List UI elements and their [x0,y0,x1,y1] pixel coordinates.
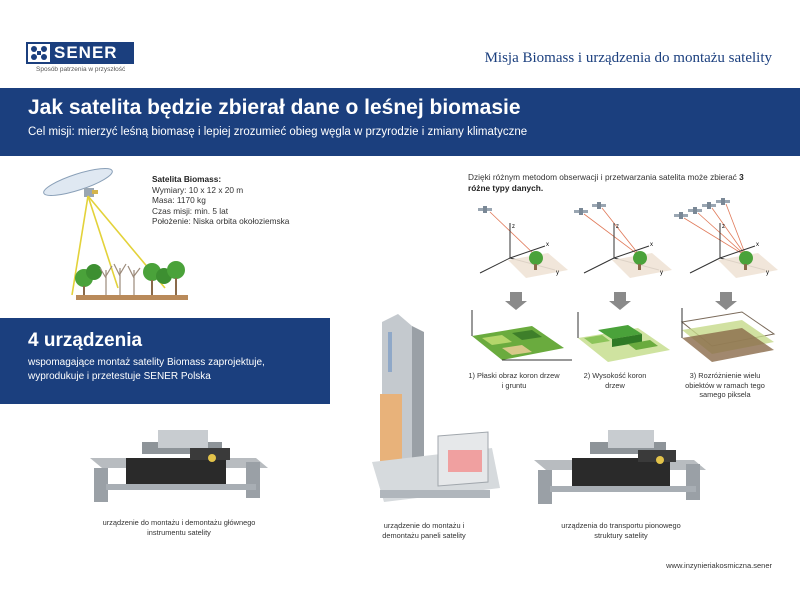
sener-logo-symbol-icon [28,44,50,62]
arrow-down-icon [609,292,631,310]
instrument-mounting-device-illustration [90,430,268,502]
satellite-forest-illustration [43,168,188,300]
page-title: Misja Biomass i urządzenia do montażu sa… [484,50,772,66]
observation-intro-text: Dzięki różnym metodom obserwacji i przet… [468,172,740,182]
devices-subtitle: wspomagające montaż satelity Biomass zap… [28,357,265,382]
satellite-mission-time: Czas misji: min. 5 lat [152,205,229,216]
satellite-info: Satelita Biomass: Wymiary: 10 x 12 x 20 … [152,174,289,227]
satellite-heading: Satelita Biomass: [152,174,222,184]
observation-axes-2: z x y [574,202,673,279]
logo-tagline: Sposób patrzenia w przyszłość [36,66,126,73]
transport-device-illustration [534,430,706,504]
svg-text:x: x [756,242,759,248]
method-caption-1: 1) Płaski obraz koron drzew i gruntu [468,371,560,390]
method-caption-3: 3) Rozróżnienie wielu obiektów w ramach … [685,371,765,399]
svg-text:y: y [766,270,769,276]
panel-mounting-device-illustration [372,314,500,502]
height-grid-icon [577,312,670,362]
svg-text:z: z [616,224,619,230]
website-link[interactable]: www.inzynieriakosmiczna.sener [666,561,772,570]
banner-subtitle: Cel misji: mierzyć leśną biomasę i lepie… [28,126,528,138]
observation-intro-bold: 3 różne typy danych. [468,172,744,193]
satellite-icon [43,168,113,197]
title-banner [0,88,800,156]
satellite-orbit: Położenie: Niska orbita okołoziemska [152,216,290,226]
satellite-dimensions: Wymiary: 10 x 12 x 20 m [152,184,244,195]
svg-text:x: x [650,242,653,248]
satellite-mass: Masa: 1170 kg [152,195,206,205]
arrow-down-icon [505,292,527,310]
observation-axes-1: z x y [478,206,569,279]
flat-grid-icon [471,310,572,361]
observation-intro: Dzięki różnym metodom obserwacji i przet… [468,172,768,194]
forest-icon [75,261,188,300]
device-caption-3: urządzenia do transportu pionowego struk… [561,521,681,540]
svg-text:x: x [546,242,549,248]
svg-text:z: z [512,224,515,230]
devices-title: 4 urządzenia [28,330,143,351]
layered-grid-icon [680,308,776,362]
arrow-down-icon [715,292,737,310]
logo-wordmark: SENER [54,43,118,62]
device-caption-1: urządzenie do montażu i demontażu główne… [102,518,256,537]
observation-diagrams: z x y z x y z x y [471,198,779,362]
observation-axes-3: z x y [674,198,779,279]
sener-logo [26,42,134,64]
method-caption-2: 2) Wysokość koron drzew [583,371,647,390]
devices-banner [0,318,330,404]
device-caption-2: urządzenie do montażu i demontażu paneli… [382,521,466,540]
banner-title: Jak satelita będzie zbierał dane o leśne… [28,96,521,119]
svg-text:y: y [660,270,663,276]
svg-text:y: y [556,270,559,276]
svg-text:z: z [722,224,725,230]
